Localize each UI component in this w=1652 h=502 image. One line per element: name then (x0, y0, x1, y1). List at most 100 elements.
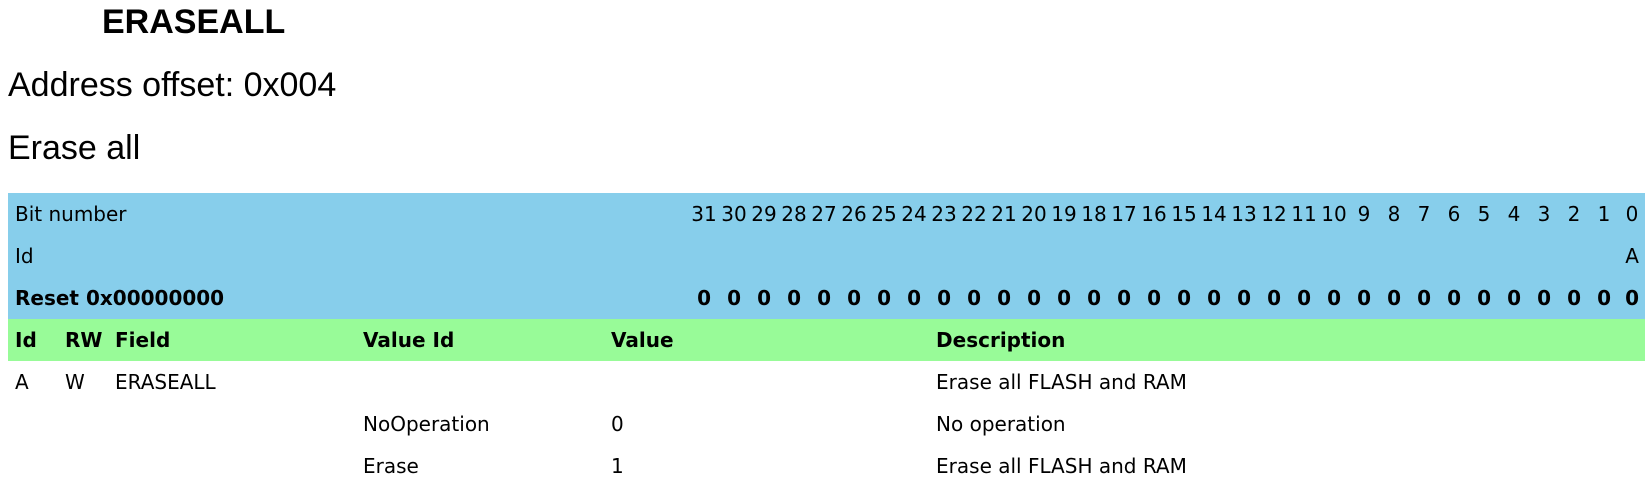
field-cell-id (8, 403, 58, 445)
reset-value-cell: 0 (1109, 277, 1140, 319)
bit-number-cell: 28 (779, 193, 810, 235)
reset-label: Reset 0x00000000 (8, 277, 690, 319)
bit-number-cell: 9 (1349, 193, 1380, 235)
bit-id-cell (1139, 235, 1170, 277)
bit-number-cell: 13 (1229, 193, 1260, 235)
bit-id-cell (749, 235, 780, 277)
bit-id-cell (1529, 235, 1560, 277)
bit-id-label: Id (8, 235, 690, 277)
field-cell-value-id (356, 361, 604, 403)
field-cell-field (108, 403, 356, 445)
bit-number-label: Bit number (8, 193, 690, 235)
reset-value-cell: 0 (989, 277, 1020, 319)
bit-id-cell (1349, 235, 1380, 277)
register-description: Erase all (8, 129, 141, 167)
bit-number-cell: 1 (1589, 193, 1620, 235)
field-cell-value-id: Erase (363, 454, 419, 478)
bit-id-cell (719, 235, 750, 277)
field-cell-description: Erase all FLASH and RAM (936, 454, 1187, 478)
bit-number-cell: 4 (1499, 193, 1530, 235)
reset-value-cell: 0 (689, 277, 720, 319)
bit-id-cell (1229, 235, 1260, 277)
bit-id-cell (1259, 235, 1290, 277)
bit-number-cell: 16 (1139, 193, 1170, 235)
reset-value-cell: 0 (1259, 277, 1290, 319)
bit-number-cell: 31 (689, 193, 720, 235)
bit-id-cell (1379, 235, 1410, 277)
bit-number-cell: 15 (1169, 193, 1200, 235)
header-rw: RW (58, 319, 108, 361)
field-cell-description: Erase all FLASH and RAM (936, 370, 1187, 394)
header-field: Field (108, 319, 356, 361)
bit-id-cell (899, 235, 930, 277)
bit-id-cell (1409, 235, 1440, 277)
field-cell-value: 1 (611, 454, 624, 478)
bit-number-cell: 17 (1109, 193, 1140, 235)
bit-id-cell (869, 235, 900, 277)
reset-value-cell: 0 (1379, 277, 1410, 319)
reset-value-cell: 0 (929, 277, 960, 319)
bit-id-cell (1469, 235, 1500, 277)
bit-number-cell: 24 (899, 193, 930, 235)
reset-value-cell: 0 (1169, 277, 1200, 319)
field-cell-description: No operation (936, 412, 1066, 436)
bit-id-cell (959, 235, 990, 277)
bit-number-cell: 27 (809, 193, 840, 235)
reset-value-cell: 0 (1019, 277, 1050, 319)
bit-number-cell: 7 (1409, 193, 1440, 235)
bit-number-cell: 0 (1619, 193, 1646, 235)
bit-id-cell (1499, 235, 1530, 277)
field-cell-field (108, 445, 356, 487)
bit-id-cell (1079, 235, 1110, 277)
reset-value-cell: 0 (1349, 277, 1380, 319)
register-name: ERASEALL (102, 3, 286, 41)
reset-value-cell: 0 (959, 277, 990, 319)
bit-number-cell: 14 (1199, 193, 1230, 235)
bit-id-cell (1109, 235, 1140, 277)
bit-id-cell (1319, 235, 1350, 277)
reset-value-cell: 0 (1289, 277, 1320, 319)
bit-number-cell: 3 (1529, 193, 1560, 235)
reset-value-cell: 0 (1409, 277, 1440, 319)
bit-number-cell: 26 (839, 193, 870, 235)
address-offset: Address offset: 0x004 (8, 66, 337, 104)
bit-id-cell (1199, 235, 1230, 277)
reset-value-cell: 0 (1619, 277, 1646, 319)
field-row: Erase 1 Erase all FLASH and RAM (8, 445, 1645, 487)
bit-number-cell: 8 (1379, 193, 1410, 235)
reset-value-cell: 0 (1199, 277, 1230, 319)
field-cell-value (604, 361, 929, 403)
bit-id-cell (929, 235, 960, 277)
field-row: NoOperation 0 No operation (8, 403, 1645, 445)
bit-number-cell: 19 (1049, 193, 1080, 235)
bit-number-cell: 6 (1439, 193, 1470, 235)
bit-number-cell: 20 (1019, 193, 1050, 235)
field-cell-rw (58, 445, 108, 487)
reset-value-cell: 0 (1439, 277, 1470, 319)
bit-id-cell (1019, 235, 1050, 277)
bit-id-cell: A (1619, 235, 1646, 277)
bit-number-cell: 11 (1289, 193, 1320, 235)
field-cell-value-id: NoOperation (363, 412, 490, 436)
field-cell-rw (58, 403, 108, 445)
bit-number-cell: 5 (1469, 193, 1500, 235)
bit-number-cell: 25 (869, 193, 900, 235)
bit-number-cell: 2 (1559, 193, 1590, 235)
reset-value-cell: 0 (1529, 277, 1560, 319)
reset-value-cell: 0 (809, 277, 840, 319)
bit-number-cell: 30 (719, 193, 750, 235)
reset-value-cell: 0 (1589, 277, 1620, 319)
bit-id-cell (989, 235, 1020, 277)
reset-value-cell: 0 (1139, 277, 1170, 319)
field-cell-value: 0 (611, 412, 624, 436)
bit-id-cell (689, 235, 720, 277)
bit-id-cell (1559, 235, 1590, 277)
field-cell-id: A (15, 370, 29, 394)
reset-value-cell: 0 (1049, 277, 1080, 319)
reset-value-cell: 0 (1079, 277, 1110, 319)
bit-id-cell (809, 235, 840, 277)
